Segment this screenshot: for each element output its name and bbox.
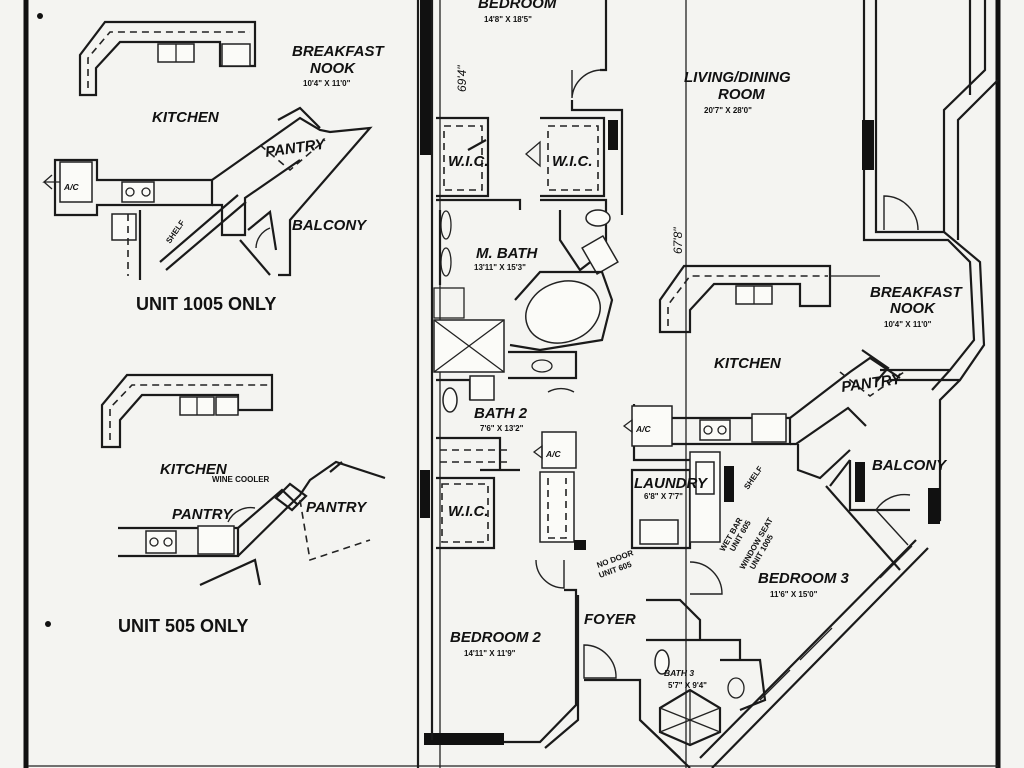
bath-3-label: BATH 3 — [664, 668, 694, 678]
bedroom-2-size: 14'11" X 11'9" — [464, 649, 516, 658]
inset505-kitchen-label: KITCHEN — [160, 461, 228, 478]
living-room-label: ROOM — [718, 86, 765, 103]
kitchen-label: KITCHEN — [714, 355, 782, 372]
living-dining-label: LIVING/DINING — [684, 69, 791, 86]
laundry-size: 6'8" X 7'7" — [644, 492, 683, 501]
inset1005-caption: UNIT 1005 ONLY — [136, 294, 276, 314]
wic-3-label: W.I.C. — [448, 503, 489, 520]
inset1005-ac-label: A/C — [63, 182, 80, 192]
bath-2-size: 7'6" X 13'2" — [480, 424, 524, 433]
breakfast-nook-size: 10'4" X 11'0" — [884, 320, 932, 329]
living-size: 20'7" X 28'0" — [704, 106, 752, 115]
bedroom-3-label: BEDROOM 3 — [758, 570, 850, 587]
pantry-label: PANTRY — [840, 370, 904, 396]
wine-cooler-note: WINE COOLER — [212, 475, 270, 484]
master-bath-label: M. BATH — [476, 245, 539, 262]
wic-1-label: W.I.C. — [448, 153, 489, 170]
inset1005-breakfast-label: BREAKFAST — [292, 43, 386, 60]
inset1005-kitchen-label: KITCHEN — [152, 109, 220, 126]
inset1005-nook-label: NOOK — [310, 60, 356, 77]
inset1005-breakfast-size: 10'4" X 11'0" — [303, 79, 351, 88]
inset1005-pantry-label: PANTRY — [264, 135, 328, 161]
wic-2-label: W.I.C. — [552, 153, 593, 170]
ac-kitchen-label: A/C — [635, 424, 652, 434]
shelf-note: SHELF — [742, 464, 764, 491]
bedroom-top-label: BEDROOM — [478, 0, 557, 12]
breakfast-nook-label-2: NOOK — [890, 300, 936, 317]
inset505-caption: UNIT 505 ONLY — [118, 616, 248, 636]
inset505-pantry-right-label: PANTRY — [306, 499, 368, 516]
bedroom-2-label: BEDROOM 2 — [450, 629, 542, 646]
inset1005-balcony-label: BALCONY — [292, 217, 368, 234]
bath-3-size: 5'7" X 9'4" — [668, 681, 707, 690]
dimension-67-8: 67'8" — [671, 227, 685, 254]
inset-unit-505 — [100, 373, 386, 587]
laundry-label: LAUNDRY — [634, 475, 709, 492]
dimension-69-4: 69'4" — [455, 65, 469, 92]
bedroom-top-size: 14'8" X 18'5" — [484, 15, 532, 24]
foyer-label: FOYER — [584, 611, 636, 628]
inset-unit-1005 — [42, 20, 373, 280]
ac-main-label: A/C — [545, 449, 562, 459]
master-bath-size: 13'11" X 15'3" — [474, 263, 526, 272]
bedroom-3-size: 11'6" X 15'0" — [770, 590, 818, 599]
bath-2-label: BATH 2 — [474, 405, 528, 422]
page-frame — [23, 0, 1001, 768]
main-plan-walls — [420, 0, 999, 768]
breakfast-nook-label-1: BREAKFAST — [870, 284, 964, 301]
balcony-label: BALCONY — [872, 457, 948, 474]
inset505-pantry-left-label: PANTRY — [172, 506, 234, 523]
